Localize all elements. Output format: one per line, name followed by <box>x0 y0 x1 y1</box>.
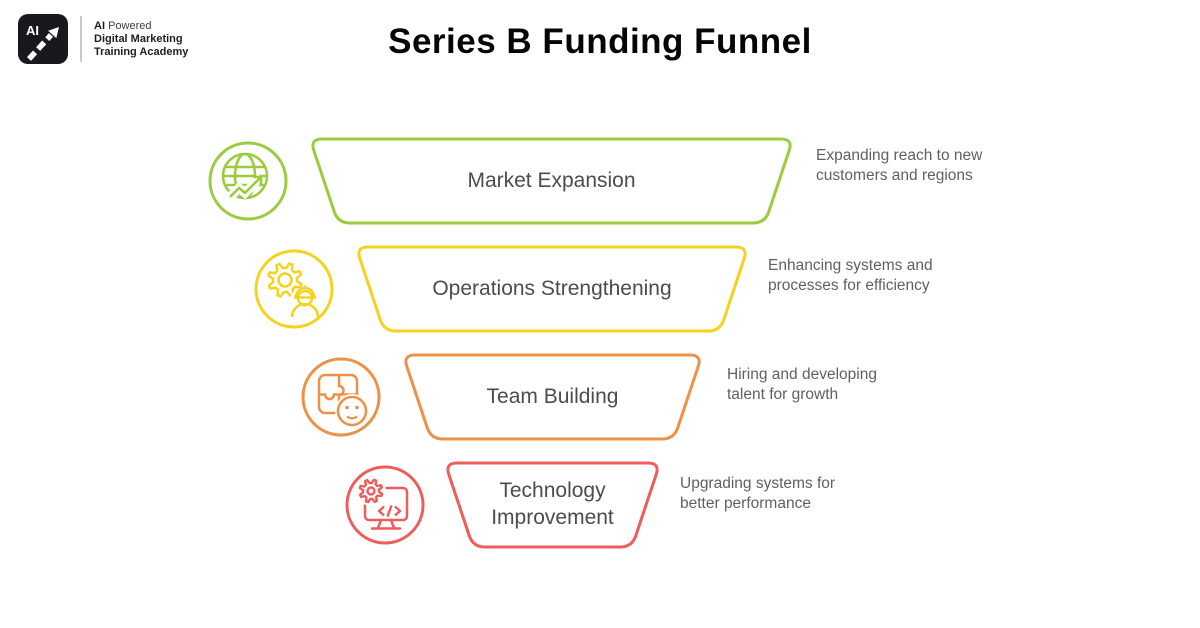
brand-name-line2: Training Academy <box>94 45 189 58</box>
stage-label-market-expansion: Market Expansion <box>467 168 636 192</box>
gear-engineer-icon <box>254 249 334 329</box>
stage-label-operations-strengthening: Operations Strengthening <box>432 276 672 300</box>
brand-name-line1: Digital Marketing <box>94 32 183 45</box>
stage-label-technology-improvement: Technology Improvement <box>491 479 614 529</box>
stage-label-team-building: Team Building <box>486 384 619 408</box>
stage-shape-operations-strengthening <box>357 245 747 333</box>
brand-badge-icon: AI <box>18 14 68 64</box>
puzzle-person-icon <box>301 357 381 437</box>
monitor-code-gear-icon <box>345 465 425 545</box>
growth-arrow-icon <box>26 27 59 61</box>
brand-logo: AI AI Powered Digital Marketing Training… <box>18 14 188 64</box>
brand-divider <box>80 16 82 62</box>
stage-shape-team-building <box>404 353 701 441</box>
brand-badge-text: AI <box>26 23 39 38</box>
stage-shape-technology-improvement <box>446 461 659 549</box>
brand-tagline-rest: Powered <box>108 19 152 32</box>
stage-description-technology-improvement: Upgrading systems for better performance <box>680 475 836 512</box>
brand-text: AI Powered Digital Marketing Training Ac… <box>94 20 188 59</box>
globe-growth-icon <box>208 141 288 221</box>
stage-shape-market-expansion <box>311 137 792 225</box>
stage-description-operations-strengthening: Enhancing systems and processes for effi… <box>768 257 933 294</box>
stage-description-team-building: Hiring and developing talent for growth <box>727 366 877 403</box>
page-title: Series B Funding Funnel <box>388 22 812 61</box>
brand-tagline-bold: AI <box>94 19 105 32</box>
stage-description-market-expansion: Expanding reach to new customers and reg… <box>816 147 983 184</box>
